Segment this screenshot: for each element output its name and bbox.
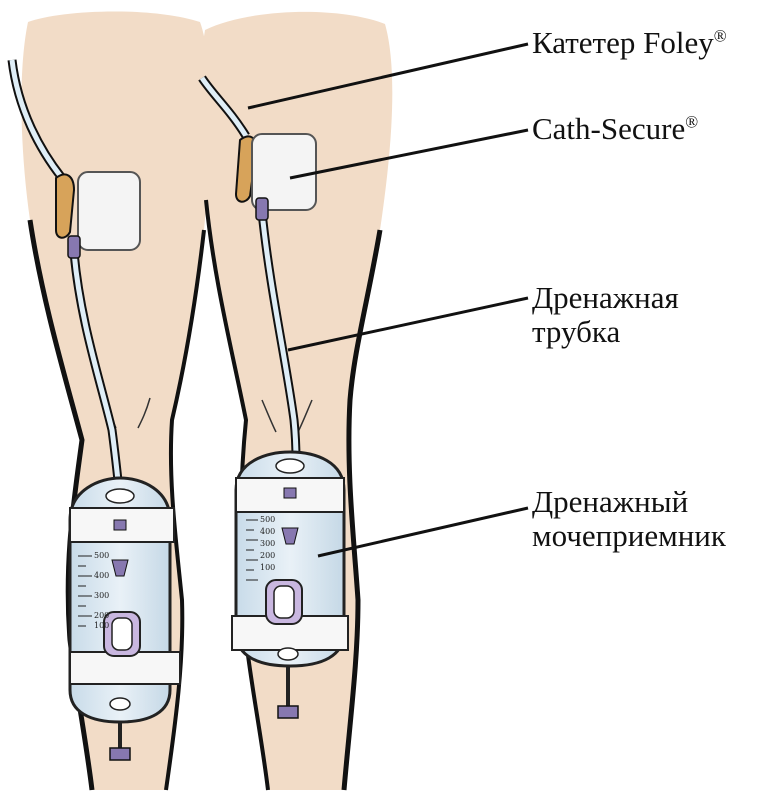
- label-drain-tube-line1: Дренажная: [532, 281, 679, 315]
- right-scale-200: 200: [260, 551, 275, 560]
- label-foley-catheter: Катетер Foley®: [532, 26, 727, 60]
- left-scale-300: 300: [94, 591, 109, 600]
- label-drain-bag-line2: мочеприемник: [532, 519, 726, 553]
- label-foley-trademark: ®: [714, 27, 727, 46]
- label-drain-tube-line2: трубка: [532, 315, 679, 349]
- left-scale-500: 500: [94, 551, 109, 560]
- right-leg-skin: [201, 12, 393, 790]
- right-leg: [201, 12, 393, 790]
- label-cath-secure: Cath-Secure®: [532, 112, 698, 146]
- label-foley-text: Катетер Foley: [532, 25, 714, 60]
- label-drain-bag: Дренажный мочеприемник: [532, 485, 726, 553]
- right-scale-100: 100: [260, 563, 275, 572]
- label-cath-secure-trademark: ®: [685, 113, 698, 132]
- right-scale-300: 300: [260, 539, 275, 548]
- left-scale-400: 400: [94, 571, 109, 580]
- label-drain-tube: Дренажная трубка: [532, 281, 679, 349]
- left-scale-200: 200: [94, 611, 109, 620]
- right-scale-500: 500: [260, 515, 275, 524]
- left-cath-secure-pad: [78, 172, 140, 250]
- label-cath-secure-text: Cath-Secure: [532, 111, 685, 146]
- label-drain-bag-line1: Дренажный: [532, 485, 726, 519]
- left-scale-100: 100: [94, 621, 109, 630]
- right-scale-400: 400: [260, 527, 275, 536]
